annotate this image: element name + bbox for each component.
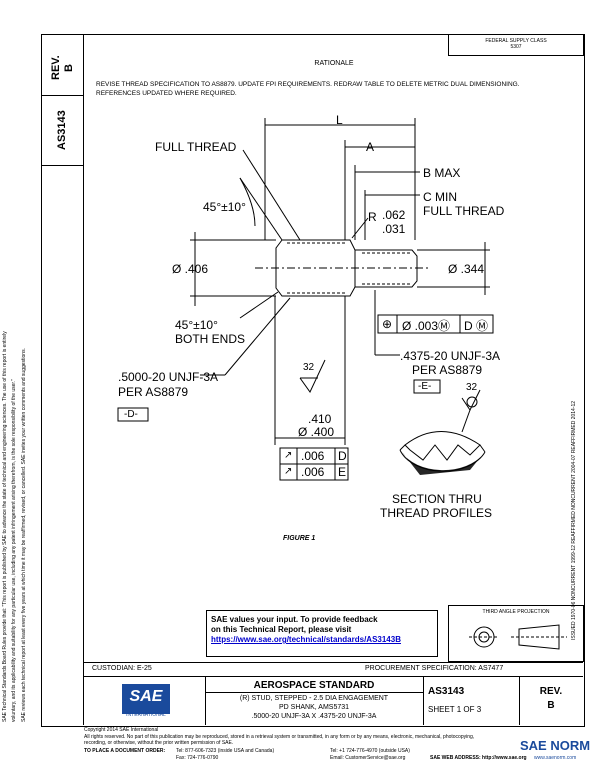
projection-symbol <box>469 624 567 650</box>
sae-logo-sub: INTERNATIONAL <box>126 712 166 718</box>
fcf-tolerance: Ø .003Ⓜ <box>402 319 451 333</box>
finish-32-a: 32 <box>303 362 315 373</box>
footer-email: Email: CustomerService@sae.org <box>330 755 406 761</box>
footer-fax: Fax: 724-776-0790 <box>176 755 219 761</box>
label-dia-410: .410 <box>308 412 332 426</box>
datum-d: -D- <box>124 409 138 420</box>
dim-L: L <box>336 113 343 127</box>
runout-2-symbol: ↗ <box>284 466 293 477</box>
label-section-thru: SECTION THRU <box>392 492 482 506</box>
feedback-url-link[interactable]: https://www.sae.org/technical/standards/… <box>211 635 401 644</box>
label-angle-bottom: 45°±10° <box>175 318 218 332</box>
projection-label: THIRD ANGLE PROJECTION <box>482 609 550 615</box>
footer-order: TO PLACE A DOCUMENT ORDER: <box>84 748 166 754</box>
fed-supply-value: 5307 <box>510 44 522 50</box>
label-dia-344: Ø .344 <box>448 262 485 276</box>
custodian: CUSTODIAN: E-25 <box>92 665 152 672</box>
label-c-min: C MIN <box>423 190 457 204</box>
fed-supply-label: FEDERAL SUPPLY CLASS <box>485 38 547 44</box>
label-angle-top: 45°±10° <box>203 200 246 214</box>
footer-tel-2: Tel: +1 724-776-4970 (outside USA) <box>330 748 410 754</box>
titleblock-rev-label: REV. <box>539 686 563 697</box>
label-small-thread: .4375-20 UNJF-3A <box>400 349 501 363</box>
drawing-frame <box>41 34 585 727</box>
left-margin-column <box>41 34 84 725</box>
feedback-line1: SAE values your input. To provide feedba… <box>211 615 378 624</box>
label-both-ends: BOTH ENDS <box>175 332 246 346</box>
procurement-spec: PROCUREMENT SPECIFICATION: AS7477 <box>365 665 504 672</box>
rev-divider <box>41 95 83 96</box>
titleblock-doc-number: AS3143 <box>428 686 465 697</box>
docnum-divider <box>41 165 83 166</box>
datum-e: -E- <box>418 381 432 392</box>
fcf-datum: D Ⓜ <box>464 319 489 333</box>
titleblock-v1 <box>205 676 206 725</box>
runout-1-symbol: ↗ <box>284 450 293 461</box>
label-thread-profiles: THREAD PROFILES <box>380 506 493 520</box>
desc-line-1: (R) STUD, STEPPED - 2.5 DIA ENGAGEMENT <box>239 695 389 702</box>
footer-rights-2: recording, or otherwise, without the pri… <box>84 740 234 746</box>
label-large-thread: .5000-20 UNJF-3A <box>118 370 219 384</box>
label-b-max: B MAX <box>423 166 461 180</box>
rationale-text: REVISE THREAD SPECIFICATION TO AS8879. U… <box>96 81 520 97</box>
titleblock-v2 <box>423 676 424 725</box>
titleblock-sheet: SHEET 1 OF 3 <box>428 705 482 714</box>
rationale-title: RATIONALE <box>314 60 354 67</box>
label-radius-r: R <box>368 210 377 224</box>
watermark: SAE NORM <box>520 738 591 753</box>
finish-32-b: 32 <box>466 382 478 393</box>
feedback-line2: on this Technical Report, please visit <box>211 625 352 634</box>
label-small-thread-spec: PER AS8879 <box>412 363 483 377</box>
runout-2-value: .006 <box>301 465 325 479</box>
titleblock-mid-line <box>84 676 583 677</box>
standard-title: AEROSPACE STANDARD <box>253 680 375 691</box>
desc-line-2: PD SHANK, AMS5731 <box>278 704 350 711</box>
fcf-position-symbol: ⊕ <box>382 317 393 331</box>
titleblock-rev-value: B <box>547 700 555 711</box>
footer-web: SAE WEB ADDRESS: http://www.sae.org <box>430 755 527 761</box>
titleblock-v3 <box>519 676 520 725</box>
footer-rights: All rights reserved. No part of this pub… <box>84 734 475 740</box>
label-radius-1: .062 <box>382 208 406 222</box>
label-radius-2: .031 <box>382 222 406 236</box>
title-underline <box>206 692 423 693</box>
label-dia-406: Ø .406 <box>172 262 209 276</box>
runout-1-value: .006 <box>301 449 325 463</box>
dim-A: A <box>366 140 375 154</box>
feedback-box: SAE values your input. To provide feedba… <box>206 610 438 657</box>
label-full-thread: FULL THREAD <box>155 140 237 154</box>
label-large-thread-spec: PER AS8879 <box>118 385 189 399</box>
label-c-full-thread: FULL THREAD <box>423 204 505 218</box>
runout-1-datum: D <box>338 449 347 463</box>
footer-tel: Tel: 877-606-7323 (inside USA and Canada… <box>176 748 275 754</box>
label-dia-400: Ø .400 <box>298 425 335 439</box>
projection-box: THIRD ANGLE PROJECTION <box>448 605 584 662</box>
figure-caption: FIGURE 1 <box>283 535 316 542</box>
sae-logo: SAE <box>122 684 170 714</box>
desc-line-3: .5000-20 UNJF-3A X .4375-20 UNJF-3A <box>251 713 377 720</box>
fed-supply-box: FEDERAL SUPPLY CLASS 5307 <box>448 34 584 56</box>
titleblock-top-line <box>84 662 583 663</box>
watermark-sub: www.saenorm.com <box>534 755 577 761</box>
footer-copyright: Copyright 2014 SAE International <box>84 727 159 733</box>
runout-2-datum: E <box>338 465 347 479</box>
